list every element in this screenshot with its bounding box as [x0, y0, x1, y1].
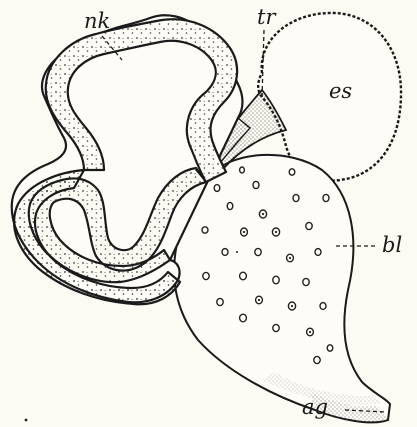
label-tr: tr	[257, 5, 277, 29]
label-nk: nk	[84, 9, 110, 33]
label-es: es	[329, 79, 352, 103]
label-ag: ag	[302, 395, 328, 419]
stray-mark	[25, 419, 28, 422]
label-bl: bl	[382, 233, 402, 257]
